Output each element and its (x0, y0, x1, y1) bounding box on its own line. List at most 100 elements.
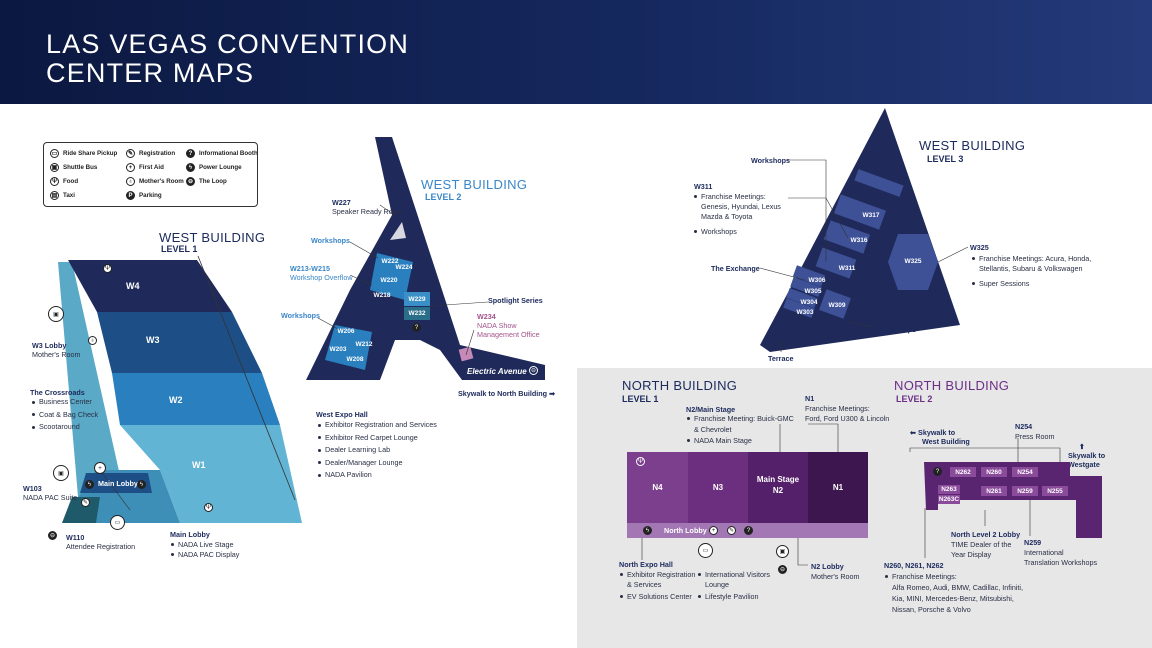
room-n261: N261 (981, 486, 1007, 496)
hall-w2: W2 (169, 395, 183, 405)
list-item: Exhibitor Registration and Services (317, 419, 437, 432)
car-icon: ▭ (110, 515, 125, 530)
workshops-label: Workshops (311, 236, 351, 245)
w227-sub: Speaker Ready Room (332, 207, 403, 216)
arrow-right-icon: ➡ (549, 389, 556, 398)
west1-level: LEVEL 1 (161, 244, 198, 254)
room-w224: W224 (395, 263, 413, 271)
list-item: Dealer/Manager Lounge (317, 457, 437, 470)
w213-sub: Workshop Overflow (290, 273, 353, 282)
list-item: Dealer Learning Lab (317, 444, 437, 457)
loop-icon: ⊖ (48, 531, 57, 540)
power-icon: ϟ (643, 526, 652, 535)
room-w325: W325 (904, 257, 922, 265)
room-n259: N259 (1012, 486, 1038, 496)
n1-title: N1 (805, 394, 815, 403)
food-icon: Ψ (204, 503, 213, 512)
hall-n1: N1 (832, 483, 844, 492)
question-icon: ? (933, 467, 942, 476)
list-item: Scootaround (31, 421, 98, 434)
legend-item: ▣Shuttle Bus (50, 163, 98, 172)
loop-icon: ⊖ (778, 565, 787, 574)
room-w203: W203 (329, 345, 347, 353)
skywalk-north[interactable]: Skywalk to North Building ➡ (458, 389, 556, 398)
food-icon: Ψ (636, 457, 645, 466)
room-w206: W206 (337, 327, 355, 335)
skywalk-westgate-line2[interactable]: Westgate (1068, 460, 1100, 469)
list-item: NADA Pavilion (317, 469, 437, 482)
skywalk-westgate[interactable]: Skywalk to (1068, 451, 1106, 460)
north1-title: NORTH BUILDING (622, 378, 738, 393)
n1-line2: Ford, Ford U300 & Lincoln (805, 414, 890, 423)
legend-item: ⊖The Loop (186, 177, 227, 186)
n2stage-title: N2/Main Stage (686, 405, 736, 414)
arrow-left-icon: ⬅ (910, 428, 917, 437)
title-line-2: CENTER MAPS (46, 58, 255, 88)
room-w309: W309 (828, 301, 846, 309)
list-item: NADA PAC Display (170, 550, 239, 560)
w3-lobby-title: W3 Lobby (32, 341, 67, 350)
workshops-label: Workshops (751, 156, 791, 165)
the-exchange: The Exchange (711, 264, 760, 273)
room-w222: W222 (381, 257, 399, 265)
power-icon: ϟ (137, 480, 146, 489)
w325-list-2: Super Sessions (971, 279, 1029, 289)
first-aid-icon: + (709, 526, 718, 535)
list-item: Super Sessions (971, 279, 1029, 289)
taxi-icon: ▤ (50, 191, 59, 200)
food-icon: Ψ (50, 177, 59, 186)
n260-l3: Nissan, Porsche & Volvo (892, 605, 971, 614)
main-lobby-label: Main Lobby (98, 479, 138, 488)
skywalk-west[interactable]: ⬅ Skywalk to (910, 428, 956, 437)
room-w220: W220 (380, 276, 398, 284)
legend-item: ▤Taxi (50, 191, 75, 200)
power-icon: ϟ (186, 163, 195, 172)
n2-lobby2-title: North Level 2 Lobby (951, 530, 1021, 539)
legend-item: ♁Mother's Room (126, 177, 184, 186)
north-expo-list: Exhibitor Registration (619, 570, 695, 580)
hall-n2: N2 (772, 485, 784, 495)
skywalk-west-line2[interactable]: West Building (922, 437, 970, 446)
loop-icon: ⊖ (529, 366, 538, 375)
room-w311: W311 (838, 264, 856, 272)
legend-item: +First Aid (126, 163, 164, 172)
n2stage-cont: & Chevrolet (694, 425, 732, 434)
terrace: Terrace (768, 354, 794, 363)
food-icon: Ψ (103, 264, 112, 273)
hall-w3: W3 (146, 335, 160, 345)
mothers-room-icon: ♁ (126, 177, 135, 186)
car-icon: ▭ (698, 543, 713, 558)
w311-list: Franchise Meetings: (693, 192, 766, 202)
legend-item: ▭Ride Share Pickup (50, 149, 118, 158)
west1-title: WEST BUILDING (159, 230, 266, 245)
list-item: Exhibitor Registration (619, 570, 695, 580)
arrow-up-icon: ⬆ (1079, 442, 1086, 451)
title-line-1: LAS VEGAS CONVENTION (46, 29, 410, 59)
north1-level: LEVEL 1 (622, 394, 659, 404)
n254-sub: Press Room (1015, 432, 1055, 441)
w311-title: W311 (694, 182, 713, 191)
west2-level: LEVEL 2 (425, 192, 462, 202)
hall-w1: W1 (192, 460, 206, 470)
w234-sub2: Management Office (477, 330, 540, 339)
room-n263: N263 (938, 485, 960, 494)
w325-title: W325 (970, 243, 989, 252)
room-w208: W208 (346, 355, 364, 363)
n260-l2: Kia, MINI, Mercedes-Benz, Mitsubishi, (892, 594, 1014, 603)
bus-icon: ▣ (48, 306, 64, 322)
room-n263c: N263C (938, 495, 960, 504)
legend-item: ?Informational Booth (186, 149, 258, 158)
north-expo-list-2: EV Solutions Center (619, 592, 692, 602)
north2-title: NORTH BUILDING (894, 378, 1010, 393)
w234-title: W234 (477, 312, 496, 321)
electric-avenue: Electric Avenue (467, 367, 527, 376)
room-n262: N262 (950, 467, 976, 477)
room-w316: W316 (850, 236, 868, 244)
west-expo-title: West Expo Hall (316, 410, 368, 419)
list-item: Franchise Meetings: Acura, Honda, (971, 254, 1091, 264)
